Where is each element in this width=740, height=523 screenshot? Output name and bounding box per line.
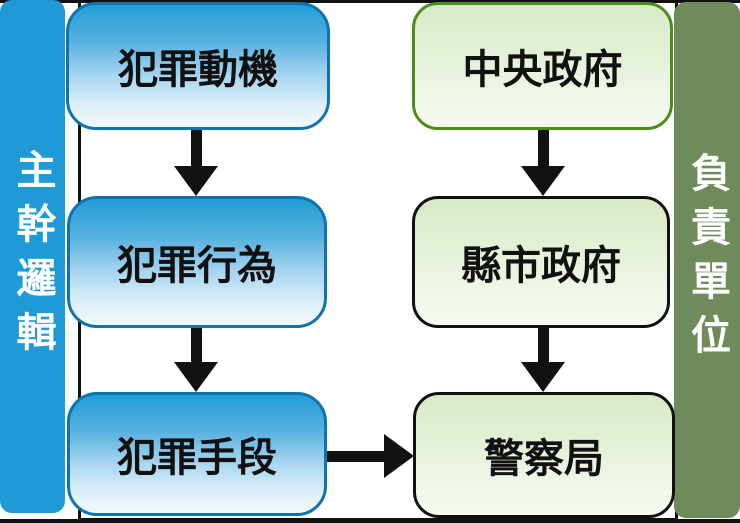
arrow-stem xyxy=(190,130,202,166)
arrow-stem xyxy=(537,130,549,166)
node-county-government: 縣市政府 xyxy=(412,196,670,328)
arrow-down-icon xyxy=(174,130,218,196)
frame-bottom-line xyxy=(0,519,740,523)
arrow-stem xyxy=(327,450,384,462)
node-label: 警察局 xyxy=(484,437,604,481)
arrow-head xyxy=(521,166,565,196)
arrow-head xyxy=(174,362,218,392)
node-police-bureau: 警察局 xyxy=(413,392,675,518)
node-label: 犯罪手段 xyxy=(117,436,277,480)
node-label: 縣市政府 xyxy=(461,244,621,288)
node-label: 中央政府 xyxy=(462,48,623,92)
arrow-head xyxy=(521,362,565,392)
node-central-government: 中央政府 xyxy=(412,2,673,130)
right-sidebar-label: 負責單位 xyxy=(685,152,729,368)
arrow-head xyxy=(174,166,218,196)
node-label: 犯罪動機 xyxy=(118,48,278,92)
arrow-stem xyxy=(190,328,202,362)
arrow-down-icon xyxy=(521,328,565,392)
arrow-right-icon xyxy=(327,434,414,478)
left-sidebar: 主幹邏輯 xyxy=(0,0,65,513)
right-sidebar: 負責單位 xyxy=(674,2,740,518)
node-crime-motive: 犯罪動機 xyxy=(66,2,330,130)
node-crime-method: 犯罪手段 xyxy=(67,392,327,516)
node-label: 犯罪行為 xyxy=(117,244,277,288)
arrow-down-icon xyxy=(174,328,218,392)
node-crime-behavior: 犯罪行為 xyxy=(67,196,327,328)
arrow-stem xyxy=(537,328,549,362)
arrow-head xyxy=(384,434,414,478)
arrow-down-icon xyxy=(521,130,565,196)
left-sidebar-label: 主幹邏輯 xyxy=(10,148,55,365)
